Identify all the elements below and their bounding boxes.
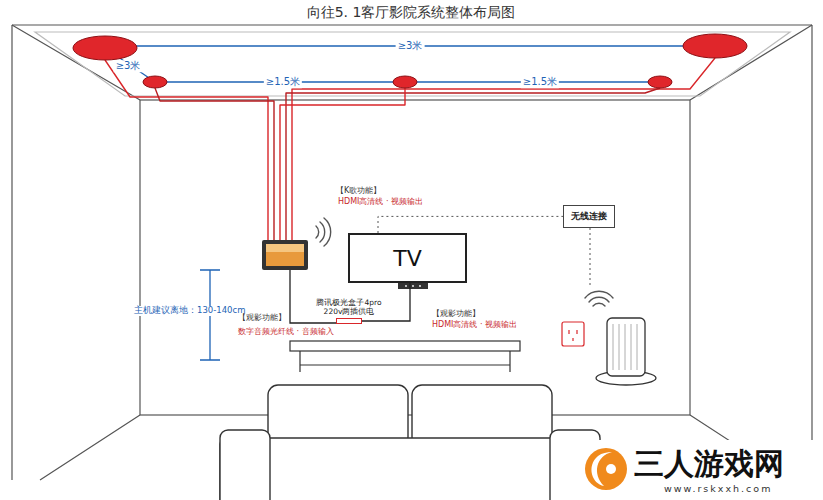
set-top-box: 腾讯极光盒子4pro220v两插供电 — [316, 298, 381, 324]
wifi-arc — [593, 303, 605, 306]
cable-label: HDMI高清线 · 视频输出 — [432, 320, 517, 329]
ceiling-speaker — [393, 76, 417, 88]
room-outline — [12, 25, 812, 480]
cabinet-legs — [300, 351, 510, 372]
subwoofer-grille — [613, 324, 637, 370]
ceiling-tray — [35, 32, 790, 96]
ceiling-speaker — [648, 76, 672, 88]
watermark-url: www.rskxxh.com — [664, 484, 772, 495]
subwoofer-body — [607, 318, 645, 376]
outlet-plate — [562, 322, 584, 346]
function-label: 【K歌功能】 — [336, 186, 381, 195]
height-note: 主机建议离地：130-140cm — [132, 306, 247, 316]
logo-dot — [606, 464, 616, 474]
cable-label: HDMI高清线 · 视频输出 — [338, 197, 423, 206]
host-body — [262, 240, 308, 270]
host-screen — [266, 244, 304, 266]
dimension-label: ≥1.5米 — [264, 76, 302, 88]
logo-circle — [585, 448, 627, 490]
back-wall — [140, 100, 690, 415]
sofa-arm — [220, 430, 270, 500]
wire — [286, 88, 660, 240]
tv-indicator — [419, 285, 421, 287]
wire — [292, 58, 715, 240]
cable-label: 数字音频光纤线 · 音频输入 — [238, 327, 334, 336]
watermark-logo — [585, 448, 627, 490]
ceiling-speaker — [73, 36, 137, 60]
wire — [105, 60, 268, 240]
wire — [155, 88, 274, 240]
cable-connector — [378, 216, 563, 233]
node-text: 腾讯极光盒子4pro — [316, 298, 381, 307]
wifi-arc — [316, 226, 319, 238]
tv-screen: TV — [348, 233, 467, 283]
wifi-arc — [589, 297, 609, 302]
sofa — [220, 385, 600, 500]
sofa-seat — [220, 438, 600, 500]
tv-stand — [398, 283, 428, 289]
tv-cabinet — [290, 341, 520, 372]
function-label: 【观影功能】 — [238, 313, 286, 322]
dimension-label: ≥3米 — [114, 60, 143, 72]
watermark: 三人游戏网 — [634, 447, 784, 482]
wifi-arc — [320, 222, 325, 242]
outlet-holes — [569, 330, 577, 341]
wifi-icon — [316, 218, 613, 306]
perspective-line — [12, 25, 812, 480]
wireless-dotted-line — [590, 228, 591, 288]
watermark-ground — [572, 440, 823, 500]
wifi-arc — [585, 291, 613, 298]
wireless-box: 无线连接 — [563, 205, 615, 228]
subwoofer — [596, 318, 656, 385]
dimension-label: ≥1.5米 — [521, 76, 559, 88]
speakers — [73, 34, 747, 88]
host-screen-glare — [266, 244, 304, 252]
dimension-label: ≥3米 — [396, 40, 425, 52]
function-label: 【观影功能】 — [432, 309, 480, 318]
node-text: 220v两插供电 — [316, 307, 381, 316]
speaker-wires — [105, 58, 715, 240]
set-top-box-body — [336, 318, 362, 324]
ceiling-speaker — [683, 34, 747, 58]
cabinet-top — [290, 341, 520, 351]
node-text: 无线连接 — [571, 211, 607, 222]
ceiling-speaker — [143, 76, 167, 88]
tv-indicator — [412, 285, 414, 287]
tv-stand-base — [398, 283, 428, 289]
tv-indicator — [405, 285, 407, 287]
wifi-arc — [324, 218, 331, 246]
host-unit — [262, 240, 308, 270]
node-text: TV — [393, 246, 422, 271]
diagram-title: 向往5. 1客厅影院系统整体布局图 — [307, 4, 516, 20]
room-frame — [12, 25, 812, 480]
wire — [280, 88, 405, 240]
power-outlet — [562, 322, 584, 346]
